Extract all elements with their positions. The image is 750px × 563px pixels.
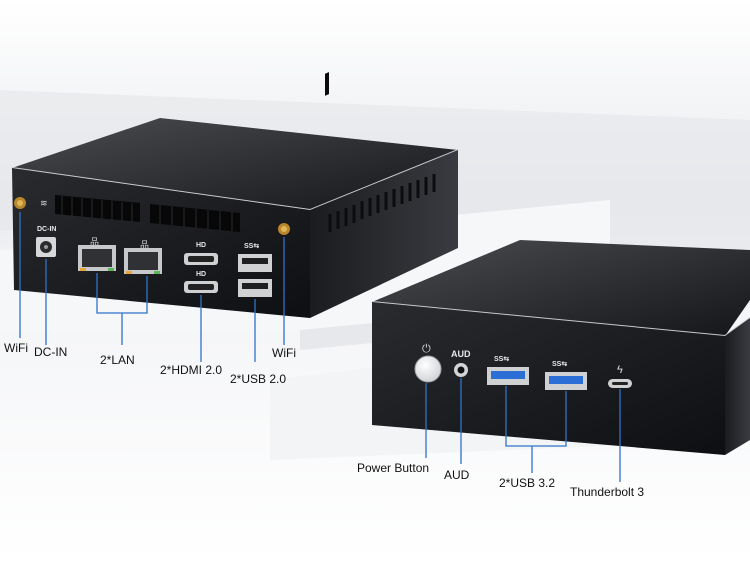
front-device: ⏻ AUD SS⇆ SS⇆ ϟ <box>371 240 750 455</box>
wifi-icon: ≋ <box>40 198 48 208</box>
callout-lines <box>19 212 621 482</box>
dc-in-mark: DC-IN <box>37 226 56 233</box>
label-wifi-left: WiFi <box>4 341 28 355</box>
rear-device: ≋ DC-IN 品 品 HD HD <box>11 72 459 318</box>
usb-logo-rear: SS⇆ <box>244 242 259 250</box>
thunderbolt-icon: ϟ <box>617 364 623 376</box>
label-hdmi: 2*HDMI 2.0 <box>160 363 223 377</box>
rear-vent-left <box>55 195 140 222</box>
aud-mark: AUD <box>451 349 471 359</box>
wifi-antenna-right <box>278 223 290 235</box>
network-icon: 品 <box>90 237 99 247</box>
power-button <box>414 355 442 383</box>
label-thunderbolt: Thunderbolt 3 <box>570 485 645 499</box>
label-aud: AUD <box>444 468 470 482</box>
usb-logo-front-2: SS⇆ <box>552 360 567 368</box>
wifi-antenna-left: ≋ <box>14 197 48 209</box>
power-icon: ⏻ <box>422 343 431 355</box>
label-wifi-right: WiFi <box>272 346 296 360</box>
label-power-button: Power Button <box>357 461 430 475</box>
label-lan: 2*LAN <box>100 353 135 367</box>
label-usb2: 2*USB 2.0 <box>230 372 287 386</box>
hd-mark-1: HD <box>196 242 206 249</box>
network-icon: 品 <box>140 240 149 250</box>
hd-mark-2: HD <box>196 271 206 278</box>
usb-logo-front-1: SS⇆ <box>494 355 509 363</box>
lan-port-2: 品 <box>124 240 162 274</box>
lan-port-1: 品 <box>78 237 116 271</box>
label-usb32: 2*USB 3.2 <box>499 476 556 490</box>
label-dc-in: DC-IN <box>34 345 68 359</box>
